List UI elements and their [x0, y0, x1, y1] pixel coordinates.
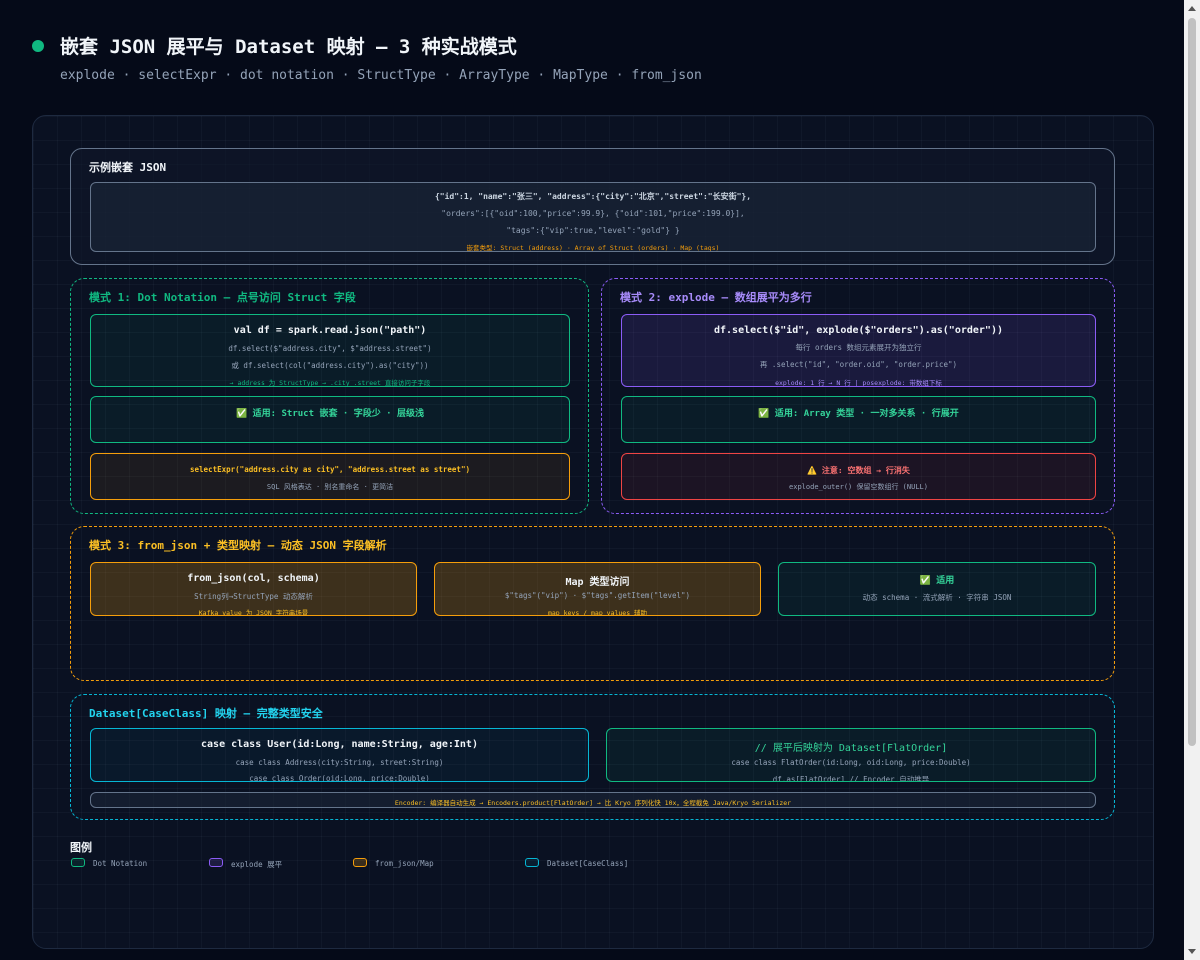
mode3-fromjson-title: from_json(col, schema) — [187, 573, 320, 584]
sample-json-line-3: "tags":{"vip":true,"level":"gold"} } — [506, 226, 680, 235]
mode3-fromjson-note: Kafka value 为 JSON 字符串场景 — [198, 609, 309, 616]
mode1-code-card: val df = spark.read.json("path") df.sele… — [90, 314, 570, 387]
mode3-title: 模式 3: from_json + 类型映射 — 动态 JSON 字段解析 — [89, 539, 387, 552]
sample-json-card: {"id":1, "name":"张三", "address":{"city":… — [90, 182, 1096, 252]
dataset-section: Dataset[CaseClass] 映射 — 完整类型安全 case clas… — [70, 694, 1115, 820]
dataset-caseclass-order: case class Order(oid:Long, price:Double) — [249, 774, 430, 782]
mode2-warning-note: explode_outer() 保留空数组行 (NULL) — [789, 483, 928, 491]
mode1-code-line-1: val df = spark.read.json("path") — [233, 325, 427, 336]
mode3-fit-desc: 动态 schema · 流式解析 · 字符串 JSON — [862, 593, 1012, 602]
legend-swatch-green — [71, 858, 85, 867]
mode3-fromjson-card: from_json(col, schema) String列→StructTyp… — [90, 562, 417, 616]
mode3-section: 模式 3: from_json + 类型映射 — 动态 JSON 字段解析 fr… — [70, 526, 1115, 681]
scroll-up-arrow-icon[interactable] — [1188, 6, 1196, 11]
mode2-code-note: explode: 1 行 → N 行 | posexplode: 带数组下标 — [775, 379, 942, 387]
dataset-encoder-note-card: Encoder: 编译器自动生成 → Encoders.product[Flat… — [90, 792, 1096, 808]
legend-title: 图例 — [70, 841, 92, 854]
mode1-selectexpr-code: selectExpr("address.city as city", "addr… — [190, 465, 470, 474]
scroll-down-arrow-icon[interactable] — [1188, 949, 1196, 954]
dataset-encoder-note: Encoder: 编译器自动生成 → Encoders.product[Flat… — [394, 799, 792, 807]
sample-json-section: 示例嵌套 JSON {"id":1, "name":"张三", "address… — [70, 148, 1115, 265]
mode2-title: 模式 2: explode — 数组展平为多行 — [620, 291, 812, 304]
mode1-selectexpr-note: SQL 风格表达 · 别名重命名 · 更简洁 — [266, 483, 394, 491]
legend-label: from_json/Map — [375, 859, 434, 868]
mode2-fit-card: ✅ 适用: Array 类型 · 一对多关系 · 行展开 — [621, 396, 1096, 443]
legend-swatch-purple — [209, 858, 223, 867]
mode3-map-note: map_keys / map_values 辅助 — [547, 609, 648, 616]
mode2-code-line-2: 每行 orders 数组元素展开为独立行 — [795, 343, 922, 352]
sample-json-note: 嵌套类型: Struct (address) · Array of Struct… — [466, 244, 720, 252]
sample-json-line-2: "orders":[{"oid":100,"price":99.9}, {"oi… — [441, 209, 745, 218]
dataset-flatorder-class: case class FlatOrder(id:Long, oid:Long, … — [731, 758, 971, 767]
dataset-caseclass-address: case class Address(city:String, street:S… — [235, 758, 444, 767]
mode1-code-line-3: 或 df.select(col("address.city").as("city… — [231, 361, 429, 370]
mode1-selectexpr-card: selectExpr("address.city as city", "addr… — [90, 453, 570, 500]
mode2-code-line-3: 再 .select("id", "order.oid", "order.pric… — [759, 360, 958, 369]
mode3-map-desc: $"tags"("vip") · $"tags".getItem("level"… — [504, 591, 691, 600]
mode3-fromjson-desc: String列→StructType 动态解析 — [194, 592, 313, 601]
mode1-title: 模式 1: Dot Notation — 点号访问 Struct 字段 — [89, 291, 356, 304]
mode3-fit-card: ✅ 适用 动态 schema · 流式解析 · 字符串 JSON — [778, 562, 1096, 616]
dataset-caseclass-card: case class User(id:Long, name:String, ag… — [90, 728, 589, 782]
sample-json-line-1: {"id":1, "name":"张三", "address":{"city":… — [434, 192, 752, 201]
mode3-fit-title: ✅ 适用 — [919, 576, 955, 586]
status-dot-icon — [32, 40, 44, 52]
mode1-fit-card: ✅ 适用: Struct 嵌套 · 字段少 · 层级浅 — [90, 396, 570, 443]
mode2-code-line-1: df.select($"id", explode($"orders").as("… — [714, 325, 1003, 336]
legend-label: explode 展平 — [231, 860, 283, 869]
legend-label: Dot Notation — [93, 859, 148, 868]
dataset-title: Dataset[CaseClass] 映射 — 完整类型安全 — [89, 707, 323, 720]
mode2-code-card: df.select($"id", explode($"orders").as("… — [621, 314, 1096, 387]
mode2-warning-text: ⚠️ 注意: 空数组 → 行消失 — [807, 466, 910, 475]
mode2-fit-text: ✅ 适用: Array 类型 · 一对多关系 · 行展开 — [758, 409, 959, 419]
dataset-caseclass-user: case class User(id:Long, name:String, ag… — [201, 739, 478, 750]
legend-swatch-cyan — [525, 858, 539, 867]
page-title: 嵌套 JSON 展平与 Dataset 映射 — 3 种实战模式 — [60, 36, 517, 58]
mode2-section: 模式 2: explode — 数组展平为多行 df.select($"id",… — [601, 278, 1115, 514]
mode3-map-title: Map 类型访问 — [565, 577, 630, 588]
dataset-flatorder-comment: // 展平后映射为 Dataset[FlatOrder] — [754, 743, 948, 754]
mode1-fit-text: ✅ 适用: Struct 嵌套 · 字段少 · 层级浅 — [236, 409, 424, 419]
mode3-map-card: Map 类型访问 $"tags"("vip") · $"tags".getIte… — [434, 562, 761, 616]
mode1-code-line-2: df.select($"address.city", $"address.str… — [228, 344, 432, 353]
legend-label: Dataset[CaseClass] — [547, 859, 629, 868]
legend-swatch-amber — [353, 858, 367, 867]
mode1-section: 模式 1: Dot Notation — 点号访问 Struct 字段 val … — [70, 278, 589, 514]
sample-json-title: 示例嵌套 JSON — [89, 161, 167, 174]
vertical-scrollbar[interactable] — [1184, 0, 1200, 960]
mode2-warning-card: ⚠️ 注意: 空数组 → 行消失 explode_outer() 保留空数组行 … — [621, 453, 1096, 500]
dataset-flatorder-as: df.as[FlatOrder] // Encoder 自动推导 — [772, 775, 930, 782]
page-subtitle: explode · selectExpr · dot notation · St… — [60, 68, 702, 83]
scrollbar-thumb[interactable] — [1188, 18, 1196, 746]
dataset-flatorder-card: // 展平后映射为 Dataset[FlatOrder] case class … — [606, 728, 1096, 782]
mode1-code-note: → address 为 StructType → .city .street 直… — [229, 379, 431, 387]
